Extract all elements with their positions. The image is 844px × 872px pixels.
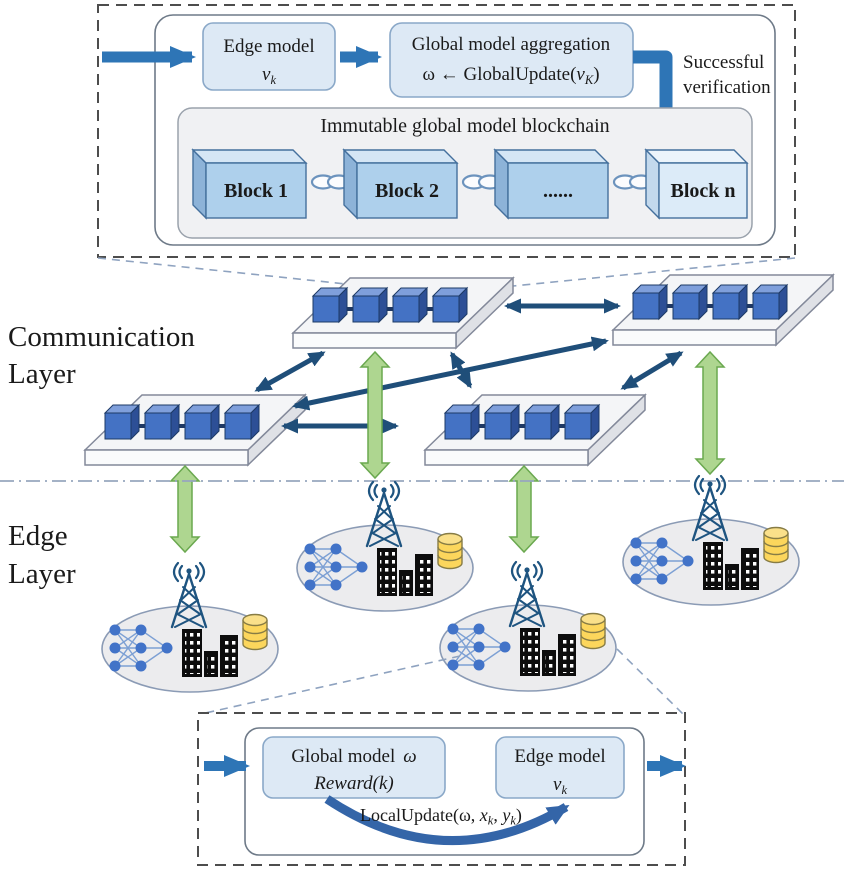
p2p-arrow-right (620, 350, 684, 391)
callout-line-bottom-left (200, 655, 461, 715)
svg-text:Layer: Layer (8, 558, 76, 590)
blockchain-node-platform-top (293, 278, 513, 348)
local-update-label: LocalUpdate(ω, xk, yk) (360, 805, 522, 828)
edge-model-title: Edge model (223, 36, 314, 57)
green-link-arrow-1 (359, 350, 391, 480)
edge-layer-label: Edge Layer (8, 520, 76, 590)
verification-label-line2: verification (683, 77, 771, 98)
edge-model-box (202, 22, 336, 91)
svg-text:Communication: Communication (8, 321, 195, 353)
callout-line-bottom-right (616, 648, 684, 715)
svg-text:Block 2: Block 2 (375, 180, 439, 202)
global-model-box (262, 736, 446, 799)
svg-text:......: ...... (543, 180, 573, 202)
svg-text:Block 1: Block 1 (224, 180, 288, 202)
p2p-arrow-cross-long (292, 336, 609, 411)
svg-text:Block n: Block n (670, 180, 735, 202)
callout-line-right (512, 257, 796, 287)
blockchain-node-platform-right (613, 275, 833, 345)
blockchain-node-platform-middle (425, 395, 645, 465)
block-ellipsis: ...... (493, 148, 610, 220)
svg-text:Edge: Edge (8, 520, 68, 552)
edge-cluster-1 (102, 563, 278, 692)
p2p-arrow-top-left (254, 350, 326, 393)
p2p-arrow-cross-short (449, 351, 473, 389)
local-edge-model-box (495, 736, 625, 799)
block-n: Block n (644, 148, 749, 220)
aggregation-formula: ω ← GlobalUpdate(vK) (422, 64, 599, 87)
panel-dashed-border (97, 4, 796, 258)
blockchain-node-platform-left (85, 395, 305, 465)
verification-label-line1: Successful (683, 52, 764, 73)
local-update-curved-arrow (324, 795, 570, 846)
block-1: Block 1 (191, 148, 308, 220)
svg-text:Layer: Layer (8, 358, 76, 390)
global-model-reward: Reward(k) (313, 773, 394, 794)
block-2: Block 2 (342, 148, 459, 220)
local-edge-model-title: Edge model (514, 746, 605, 767)
green-link-arrow-3 (169, 464, 201, 554)
green-link-arrow-2 (694, 350, 726, 476)
edge-cluster-2 (297, 482, 473, 611)
edge-cluster-4 (623, 476, 799, 605)
comm-edge-link-arrows (169, 350, 726, 554)
panel-dashed-border (197, 712, 686, 866)
communication-layer-label: Communication Layer (8, 321, 195, 390)
callout-line-left (97, 257, 347, 285)
local-edge-model-symbol: vk (553, 774, 567, 797)
blockchain-title: Immutable global model blockchain (320, 115, 609, 137)
edge-model-symbol: vk (262, 64, 276, 87)
global-aggregation-panel: Edge model vk Global model aggregation ω… (97, 4, 796, 258)
green-link-arrow-4 (508, 464, 540, 554)
aggregation-title: Global model aggregation (412, 34, 611, 55)
